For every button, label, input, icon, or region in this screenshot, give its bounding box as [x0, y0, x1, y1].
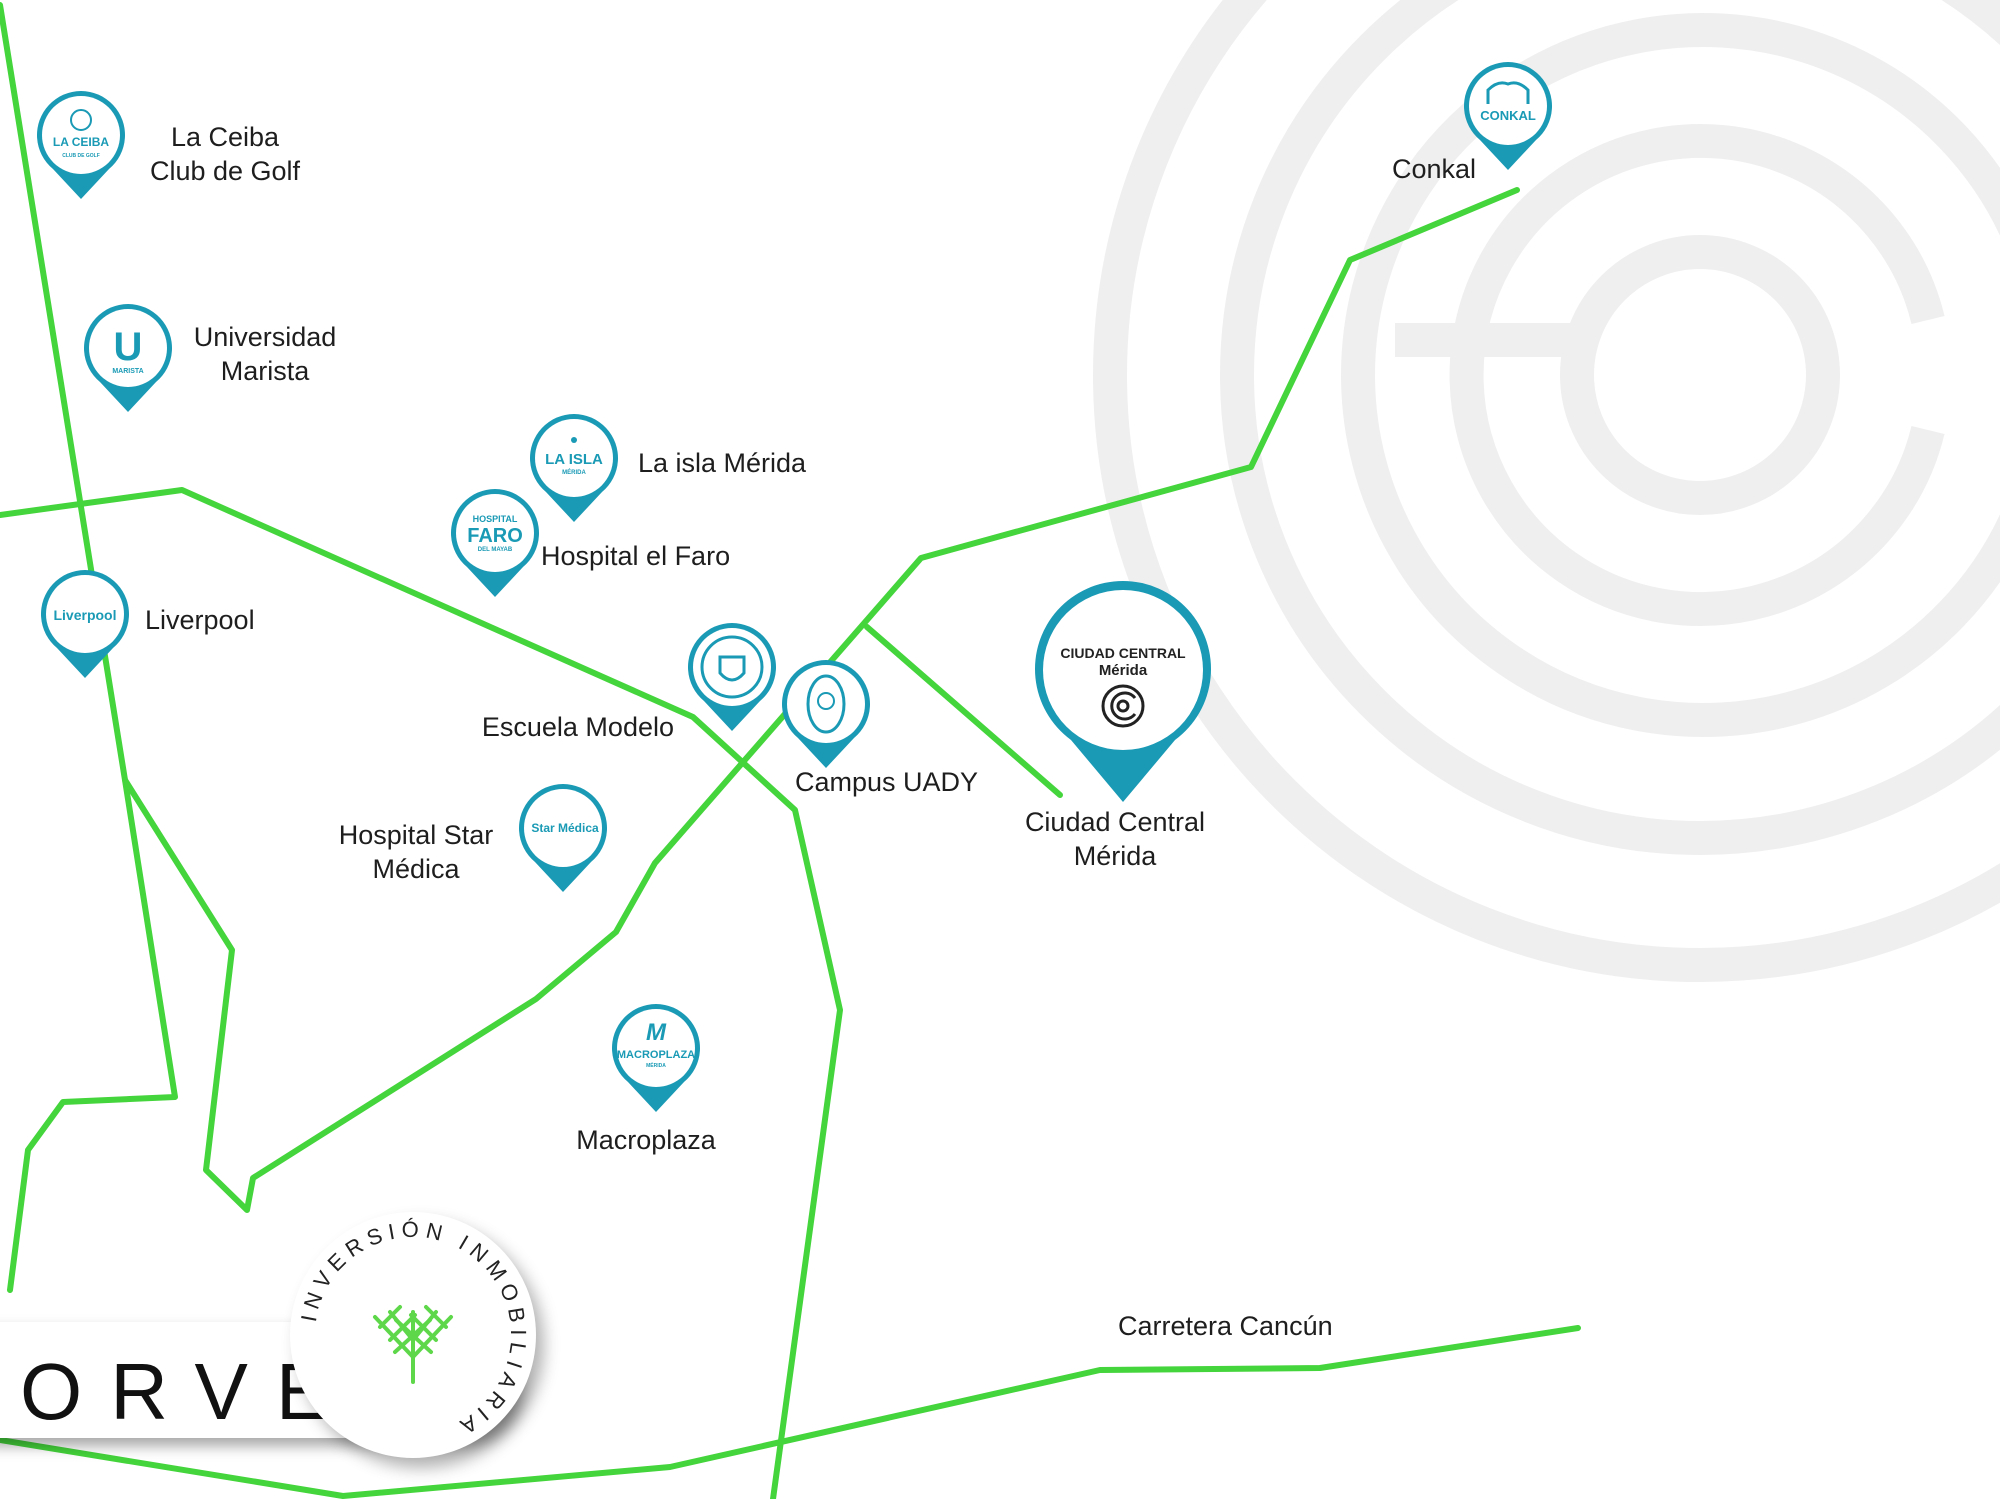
svg-text:FARO: FARO: [467, 525, 523, 547]
pin-uady[interactable]: [778, 656, 874, 771]
pin-macroplaza[interactable]: M MACROPLAZA MÉRIDA: [608, 1000, 704, 1115]
svg-text:U: U: [114, 325, 143, 369]
pin-modelo[interactable]: [684, 619, 780, 734]
tree-logo-icon: [373, 1305, 453, 1384]
label-ciudad-central: Ciudad Central Mérida: [1024, 807, 1206, 871]
pin-la-isla[interactable]: LA ISLA MÉRIDA: [526, 410, 622, 525]
road-ciudad-central: [864, 624, 1063, 798]
label-star-medica: Hospital Star Médica: [338, 820, 494, 884]
label-faro: Hospital el Faro: [541, 541, 731, 571]
pin-la-ceiba[interactable]: LA CEIBA CLUB DE GOLF: [33, 87, 129, 202]
label-la-isla: La isla Mérida: [638, 448, 807, 478]
label-modelo: Escuela Modelo: [481, 712, 674, 742]
concentric-c-logo-icon: [1101, 684, 1145, 728]
label-marista: Universidad Marista: [193, 322, 337, 386]
brand-wordmark: ORVE: [20, 1347, 358, 1436]
svg-text:CIUDAD CENTRAL: CIUDAD CENTRAL: [1060, 645, 1186, 661]
svg-text:MÉRIDA: MÉRIDA: [562, 468, 586, 476]
pin-ciudad-central[interactable]: CIUDAD CENTRAL Mérida: [1033, 580, 1213, 805]
pin-faro[interactable]: HOSPITAL FARO DEL MAYAB: [447, 485, 543, 600]
svg-text:CLUB DE GOLF: CLUB DE GOLF: [62, 153, 100, 159]
svg-text:LA CEIBA: LA CEIBA: [53, 135, 110, 149]
label-macroplaza: Macroplaza: [576, 1125, 716, 1155]
label-carretera-cancun: Carretera Cancún: [1118, 1311, 1333, 1341]
pin-marista[interactable]: U MARISTA: [80, 300, 176, 415]
label-conkal: Conkal: [1391, 154, 1476, 184]
svg-text:Star Médica: Star Médica: [531, 821, 599, 835]
svg-text:HOSPITAL: HOSPITAL: [473, 514, 518, 524]
label-liverpool: Liverpool: [145, 605, 255, 635]
svg-text:Liverpool: Liverpool: [53, 607, 116, 623]
svg-text:MARISTA: MARISTA: [112, 368, 143, 375]
label-la-ceiba: La Ceiba Club de Golf: [149, 122, 301, 186]
svg-text:LA ISLA: LA ISLA: [545, 451, 603, 468]
svg-text:Mérida: Mérida: [1099, 662, 1148, 679]
road-west-branch: [122, 187, 1520, 1213]
concentric-c-logo-icon: [1093, 0, 2000, 982]
road-carretera-cancun: [0, 1325, 1581, 1499]
label-uady: Campus UADY: [795, 767, 979, 797]
svg-text:MACROPLAZA: MACROPLAZA: [617, 1049, 695, 1061]
road-diagonal: [0, 487, 843, 1499]
svg-text:CONKAL: CONKAL: [1480, 108, 1536, 123]
pin-liverpool[interactable]: Liverpool: [37, 566, 133, 681]
svg-text:M: M: [646, 1019, 667, 1046]
pin-star-medica[interactable]: Star Médica: [515, 780, 611, 895]
svg-text:MÉRIDA: MÉRIDA: [646, 1061, 666, 1069]
brand-seal-mark: INVERSIÓN INMOBILIARIA: [296, 1217, 525, 1442]
pin-conkal[interactable]: CONKAL: [1460, 58, 1556, 173]
svg-text:DEL MAYAB: DEL MAYAB: [478, 547, 513, 553]
